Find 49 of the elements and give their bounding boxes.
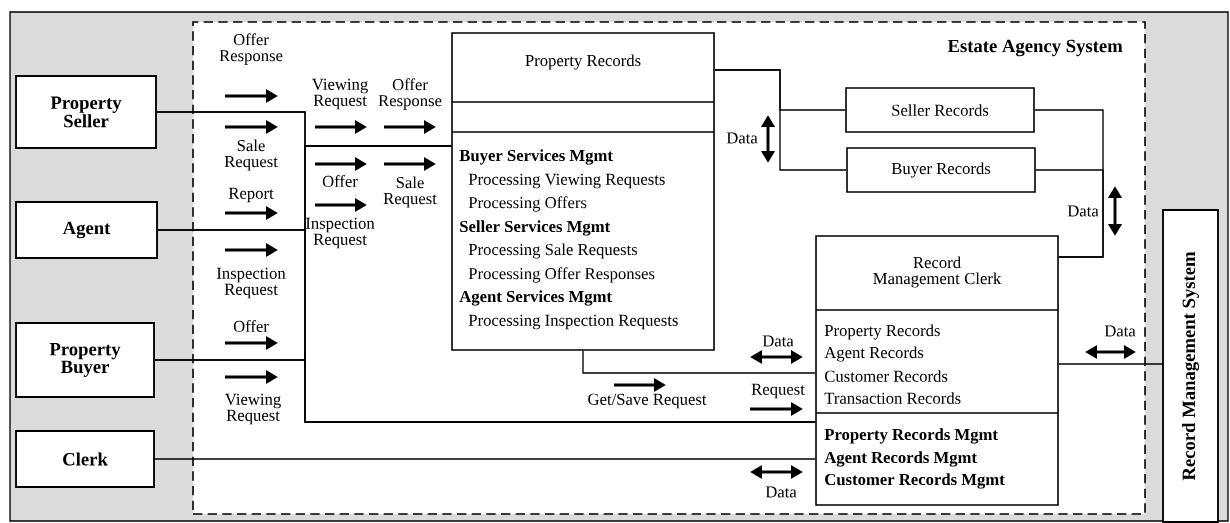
arrow-label: Data [762, 335, 794, 347]
list-item: Processing Offer Responses [468, 267, 655, 283]
section-heading: Customer Records Mgmt [825, 473, 1005, 489]
list-item: Processing Offers [468, 196, 587, 212]
section-heading: Agent Services Mgmt [459, 290, 612, 306]
section-heading: Agent Records Mgmt [824, 451, 977, 467]
list-item: Processing Viewing Requests [468, 173, 665, 189]
arrow-label: Request [751, 383, 805, 399]
record-box: Seller Records [845, 87, 1035, 133]
arrow-label: Offer [233, 320, 269, 332]
actor-box: Property Buyer [15, 322, 155, 398]
arrow-label: Data [765, 486, 797, 498]
arrow-label: Offer Response [219, 33, 283, 65]
connector-line [1035, 169, 1104, 258]
actor-box: Property Seller [15, 75, 157, 149]
connector-line [582, 350, 816, 374]
record-box: Buyer Records [846, 147, 1036, 193]
arrow-label: Report [228, 187, 274, 203]
arrow-label: Inspection Request [216, 267, 286, 299]
list-item: Agent Records [824, 346, 924, 362]
arrow-label: Get/Save Request [588, 393, 707, 409]
system-box: Record Management System [1162, 209, 1219, 523]
connector-line [714, 69, 847, 171]
list-item: Processing Sale Requests [468, 243, 638, 259]
arrow-label: Inspection Request [305, 217, 375, 249]
list-item: Property Records [824, 324, 940, 340]
box-title: Property Records [525, 54, 641, 70]
list-item: Processing Inspection Requests [468, 314, 678, 330]
connector-line [1058, 363, 1163, 365]
arrow-label: Viewing Request [312, 78, 368, 110]
arrow-label: Sale Request [224, 139, 278, 171]
list-item: Customer Records [824, 370, 948, 382]
list-item: Transaction Records [824, 392, 961, 404]
section-heading: Seller Services Mgmt [460, 220, 611, 236]
class-box [815, 235, 1059, 506]
connector-line [154, 359, 816, 423]
arrow-label: Sale Request [383, 176, 437, 208]
arrow-label: Offer [322, 175, 358, 187]
actor-box: Clerk [15, 430, 155, 488]
arrow-label: Data [1067, 205, 1099, 217]
section-heading: Property Records Mgmt [824, 428, 998, 444]
section-heading: Buyer Services Mgmt [459, 149, 613, 165]
connector-line [154, 458, 816, 460]
box-title: Record Management Clerk [873, 256, 1002, 288]
system-title: Estate Agency System [947, 39, 1123, 57]
actor-box: Agent [15, 201, 158, 259]
arrow-label: Data [1104, 325, 1136, 337]
class-box [451, 32, 715, 351]
arrow-label: Viewing Request [225, 393, 281, 425]
